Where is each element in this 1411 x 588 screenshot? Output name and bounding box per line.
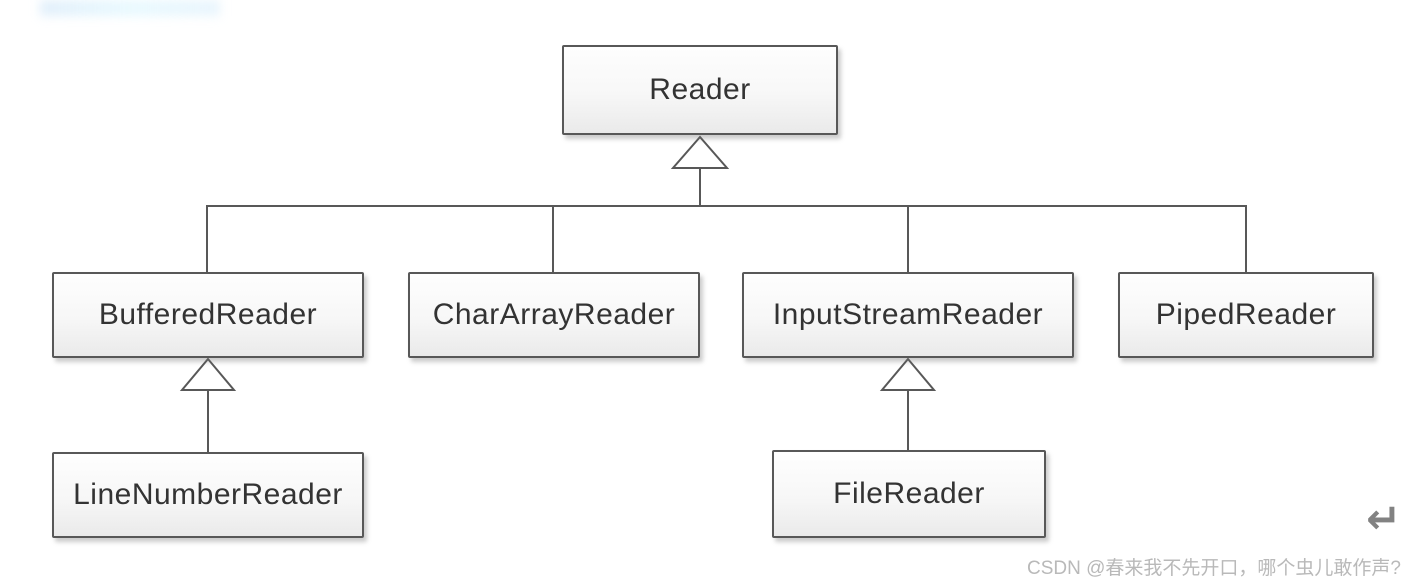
class-node-chararrayreader: CharArrayReader — [408, 272, 700, 358]
class-node-label: CharArrayReader — [432, 298, 676, 331]
csdn-watermark: CSDN @春来我不先开口，哪个虫儿敢作声? — [1027, 558, 1401, 579]
class-node-label: BufferedReader — [98, 298, 318, 331]
generalization-arrow-icon — [670, 135, 730, 169]
artifact-smudge — [40, 0, 220, 16]
class-node-linenumberreader: LineNumberReader — [52, 452, 364, 538]
class-node-label: FileReader — [833, 477, 985, 510]
class-node-bufferedreader: BufferedReader — [52, 272, 364, 358]
return-arrow-icon: ↵ — [1366, 495, 1402, 542]
generalization-arrow-icon — [879, 357, 937, 391]
class-node-filereader: FileReader — [772, 450, 1046, 538]
class-node-label: InputStreamReader — [772, 298, 1044, 331]
class-node-reader: Reader — [562, 45, 838, 135]
class-node-label: Reader — [649, 73, 751, 106]
generalization-arrow-icon — [179, 357, 237, 391]
class-node-label: PipedReader — [1155, 298, 1337, 331]
class-node-label: LineNumberReader — [73, 478, 343, 511]
class-node-pipedreader: PipedReader — [1118, 272, 1374, 358]
class-node-inputstreamreader: InputStreamReader — [742, 272, 1074, 358]
